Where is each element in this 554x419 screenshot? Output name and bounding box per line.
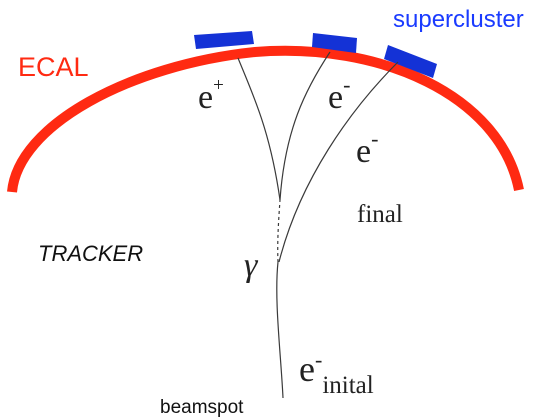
supercluster-block-3 (384, 45, 437, 78)
beamspot-label: beamspot (160, 397, 244, 418)
supercluster-block-2 (312, 33, 357, 53)
final-label: final (357, 201, 403, 228)
positron-track (237, 57, 281, 201)
initial-electron-track (276, 261, 284, 399)
positron-label: e+ (198, 75, 224, 116)
electron-track-1 (279, 51, 331, 201)
photon-label: γ (244, 247, 259, 284)
electron-label-1: e- (328, 72, 350, 116)
supercluster-block-1 (194, 31, 254, 49)
ecal-arc (7, 45, 524, 193)
final-electron-track (278, 61, 399, 263)
tracker-label: TRACKER (38, 241, 143, 266)
electron-label-2: e- (356, 126, 378, 170)
supercluster-label: supercluster (393, 6, 524, 33)
ecal-label: ECAL (18, 52, 89, 82)
photon-track (277, 199, 281, 263)
initial-electron-label: e-inital (299, 347, 374, 399)
